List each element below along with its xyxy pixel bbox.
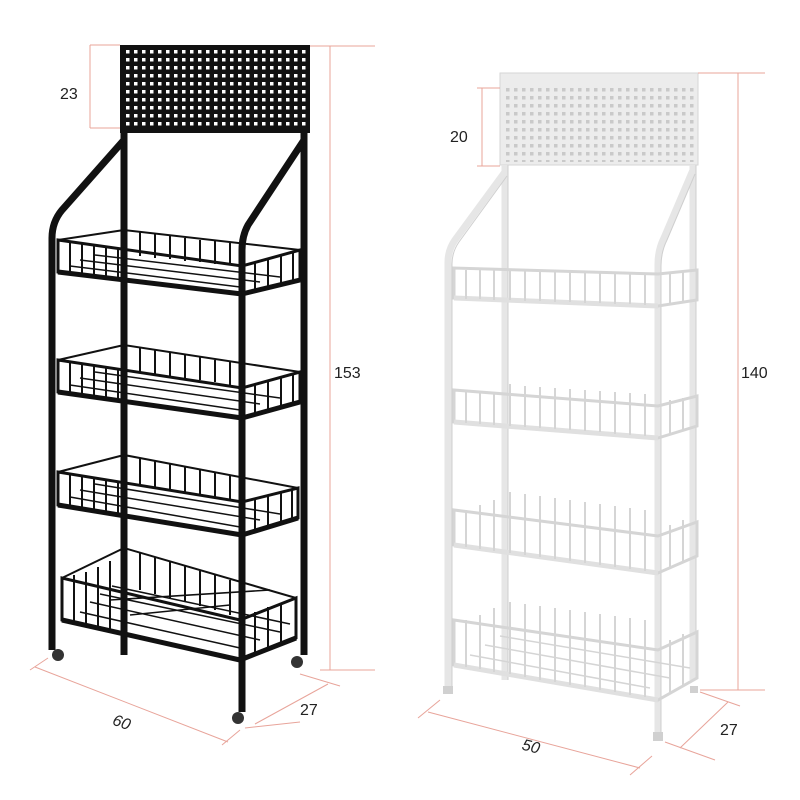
black-basket-2: [56, 344, 302, 421]
black-basket-3: [56, 454, 300, 538]
header-height-label: 23: [60, 86, 78, 103]
white-basket-4: [452, 602, 699, 703]
leveling-foot: [690, 686, 698, 693]
black-basket-4: [60, 547, 298, 663]
leveling-foot: [443, 686, 453, 694]
black-rack-dimension-lines: [29, 44, 375, 746]
caster-wheel: [52, 649, 64, 661]
caster-wheel: [232, 712, 244, 724]
depth-label: 27: [720, 722, 738, 739]
total-height-label: 153: [334, 365, 361, 382]
white-basket-3: [452, 492, 699, 576]
white-rack-dimension-lines: [417, 72, 765, 776]
black-display-rack: [48, 45, 310, 724]
total-height-label: 140: [741, 365, 768, 382]
width-label: 60: [110, 712, 133, 734]
width-label: 50: [520, 737, 541, 758]
white-display-rack: [443, 72, 699, 741]
leveling-foot: [653, 732, 663, 741]
white-basket-1: [452, 266, 699, 309]
caster-wheel: [291, 656, 303, 668]
depth-label: 27: [300, 702, 318, 719]
header-height-label: 20: [450, 129, 468, 146]
white-basket-2: [452, 384, 699, 441]
black-basket-1: [56, 229, 302, 297]
